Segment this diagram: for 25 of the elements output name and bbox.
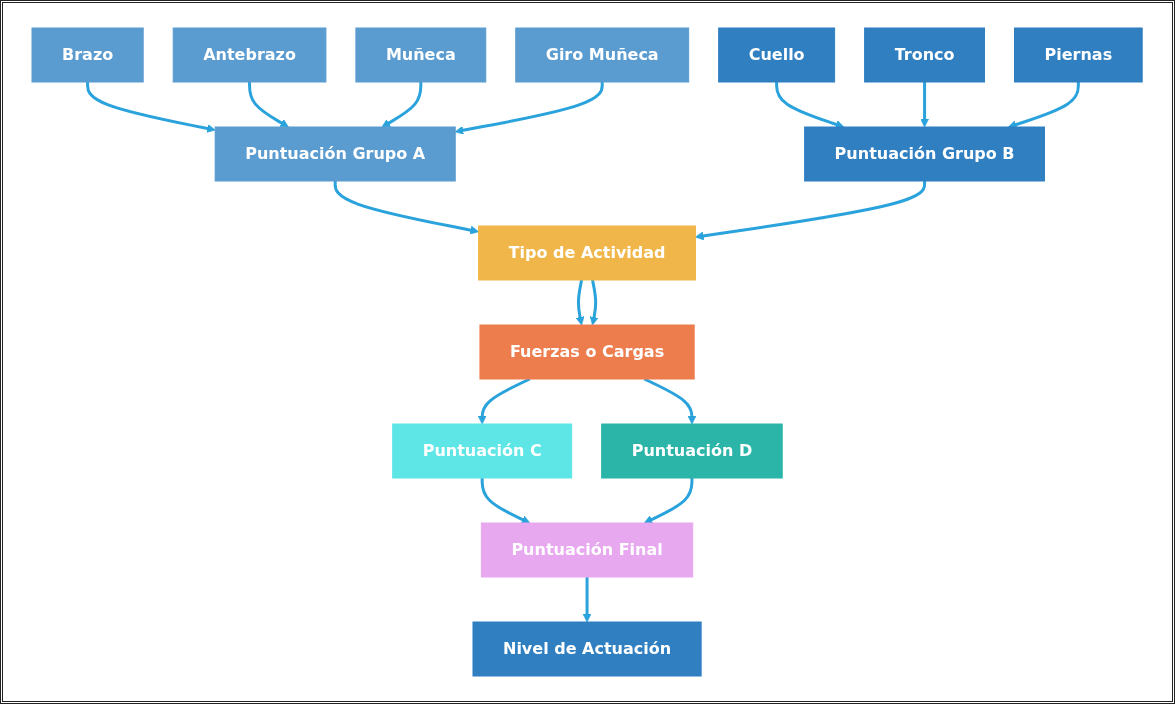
node-box: Puntuación Grupo A [215,126,457,182]
node-box: Piernas [1014,27,1144,83]
arrow [1008,82,1081,129]
node-box: Puntuación Final [481,522,694,578]
node-box: Puntuación Grupo B [804,126,1046,182]
node-box: Tronco [864,27,986,83]
node-box: Brazo [31,27,145,83]
node-box: Giro Muñeca [515,27,690,83]
node-box: Fuerzas o Cargas [479,324,696,380]
node-box: Tipo de Actividad [478,225,697,281]
node-box: Nivel de Actuación [472,621,703,677]
arrow [481,478,531,524]
node-box: Puntuación D [601,423,784,479]
node-box: Puntuación C [392,423,573,479]
arrow [583,577,592,623]
arrow [381,82,423,128]
arrow [644,478,694,524]
node-box: Muñeca [355,27,487,83]
arrow [920,82,930,128]
arrow [775,82,845,129]
arrow [590,279,599,326]
node-box: Cuello [718,27,836,83]
arrow [248,82,290,128]
arrow [576,279,585,326]
node-box: Antebrazo [173,27,327,83]
